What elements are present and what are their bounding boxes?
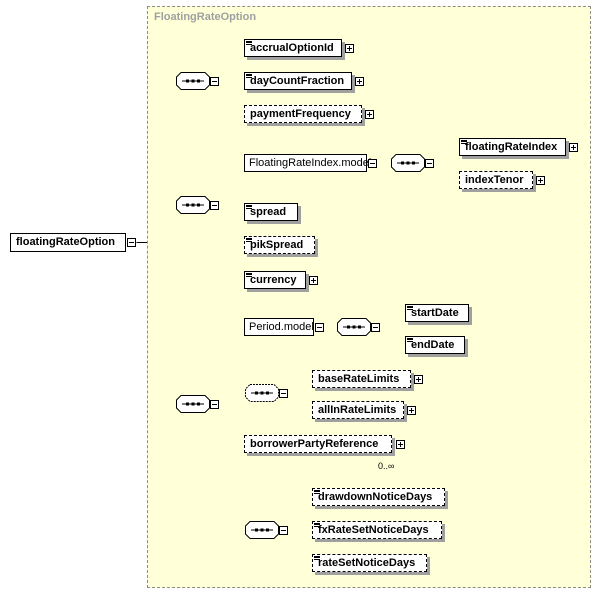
cardinality-label: 0..∞ — [378, 461, 395, 471]
element-accrual-option-id[interactable]: accrualOptionId — [244, 39, 342, 57]
element-payment-frequency[interactable]: paymentFrequency — [244, 105, 362, 123]
element-label: startDate — [411, 307, 459, 319]
element-start-date[interactable]: startDate — [405, 304, 469, 322]
mandatory-marker — [314, 490, 320, 494]
element-index-tenor[interactable]: indexTenor — [459, 171, 533, 189]
plus-icon[interactable] — [345, 44, 354, 53]
sequence-compositor-icon — [337, 318, 371, 336]
element-label: Period.model — [249, 321, 314, 333]
mandatory-marker — [246, 74, 252, 78]
element-pik-spread[interactable]: pikSpread — [244, 236, 315, 254]
element-label: floatingRateIndex — [465, 141, 558, 153]
element-label: indexTenor — [465, 174, 524, 186]
element-label: drawdownNoticeDays — [318, 491, 433, 503]
element-label: allInRateLimits — [318, 404, 397, 416]
element-label: borrowerPartyReference — [250, 438, 379, 450]
sequence-compositor-icon — [176, 395, 210, 413]
mandatory-marker — [246, 41, 252, 45]
mandatory-marker — [246, 273, 252, 277]
plus-icon[interactable] — [309, 276, 318, 285]
mandatory-marker — [407, 338, 413, 342]
minus-icon[interactable] — [368, 159, 377, 168]
group-title: FloatingRateOption — [154, 11, 257, 23]
plus-icon[interactable] — [355, 77, 364, 86]
element-all-in-rate-limits[interactable]: allInRateLimits — [312, 401, 404, 419]
mandatory-marker — [314, 556, 320, 560]
element-label: FloatingRateIndex.model — [249, 157, 372, 169]
element-label: spread — [250, 206, 287, 218]
plus-icon[interactable] — [414, 375, 423, 384]
element-base-rate-limits[interactable]: baseRateLimits — [312, 370, 411, 388]
plus-icon[interactable] — [396, 440, 405, 449]
minus-icon[interactable] — [425, 159, 434, 168]
element-day-count-fraction[interactable]: dayCountFraction — [244, 72, 352, 90]
minus-icon[interactable] — [279, 389, 288, 398]
plus-icon[interactable] — [407, 406, 416, 415]
minus-icon[interactable] — [210, 400, 219, 409]
mandatory-marker — [246, 238, 252, 242]
element-label: baseRateLimits — [318, 373, 400, 385]
minus-icon[interactable] — [371, 323, 380, 332]
sequence-compositor-icon — [391, 154, 425, 172]
plus-icon[interactable] — [536, 176, 545, 185]
mandatory-marker — [407, 306, 413, 310]
element-label: rateSetNoticeDays — [318, 557, 416, 569]
element-rate-set-notice-days[interactable]: rateSetNoticeDays — [312, 554, 427, 572]
plus-icon[interactable] — [569, 143, 578, 152]
root-element-label: floatingRateOption — [16, 236, 115, 248]
sequence-compositor-icon — [245, 384, 279, 402]
element-currency[interactable]: currency — [244, 271, 306, 289]
sequence-compositor-icon — [245, 521, 279, 539]
minus-icon[interactable] — [315, 323, 324, 332]
element-label: fxRateSetNoticeDays — [318, 524, 429, 536]
mandatory-marker — [461, 140, 467, 144]
element-label: accrualOptionId — [250, 42, 334, 54]
element-drawdown-notice-days[interactable]: drawdownNoticeDays — [312, 488, 445, 506]
element-fx-rate-set-notice-days[interactable]: fxRateSetNoticeDays — [312, 521, 442, 539]
sequence-compositor-icon — [176, 196, 210, 214]
sequence-compositor-icon — [176, 72, 210, 90]
element-label: dayCountFraction — [250, 75, 345, 87]
group-period-model[interactable]: Period.model — [244, 318, 314, 336]
minus-icon[interactable] — [210, 77, 219, 86]
minus-icon[interactable] — [279, 526, 288, 535]
element-label: currency — [250, 274, 297, 286]
element-borrower-party-reference[interactable]: borrowerPartyReference — [244, 435, 392, 453]
minus-icon[interactable] — [127, 238, 136, 247]
element-spread[interactable]: spread — [244, 203, 298, 221]
minus-icon[interactable] — [210, 201, 219, 210]
element-label: endDate — [411, 339, 455, 351]
element-floating-rate-index[interactable]: floatingRateIndex — [459, 138, 566, 156]
group-floating-rate-index-model[interactable]: FloatingRateIndex.model — [244, 154, 371, 172]
element-label: pikSpread — [250, 239, 304, 251]
root-element[interactable]: floatingRateOption — [10, 233, 126, 252]
element-label: paymentFrequency — [250, 108, 351, 120]
element-end-date[interactable]: endDate — [405, 336, 465, 354]
mandatory-marker — [246, 205, 252, 209]
plus-icon[interactable] — [365, 110, 374, 119]
mandatory-marker — [314, 523, 320, 527]
